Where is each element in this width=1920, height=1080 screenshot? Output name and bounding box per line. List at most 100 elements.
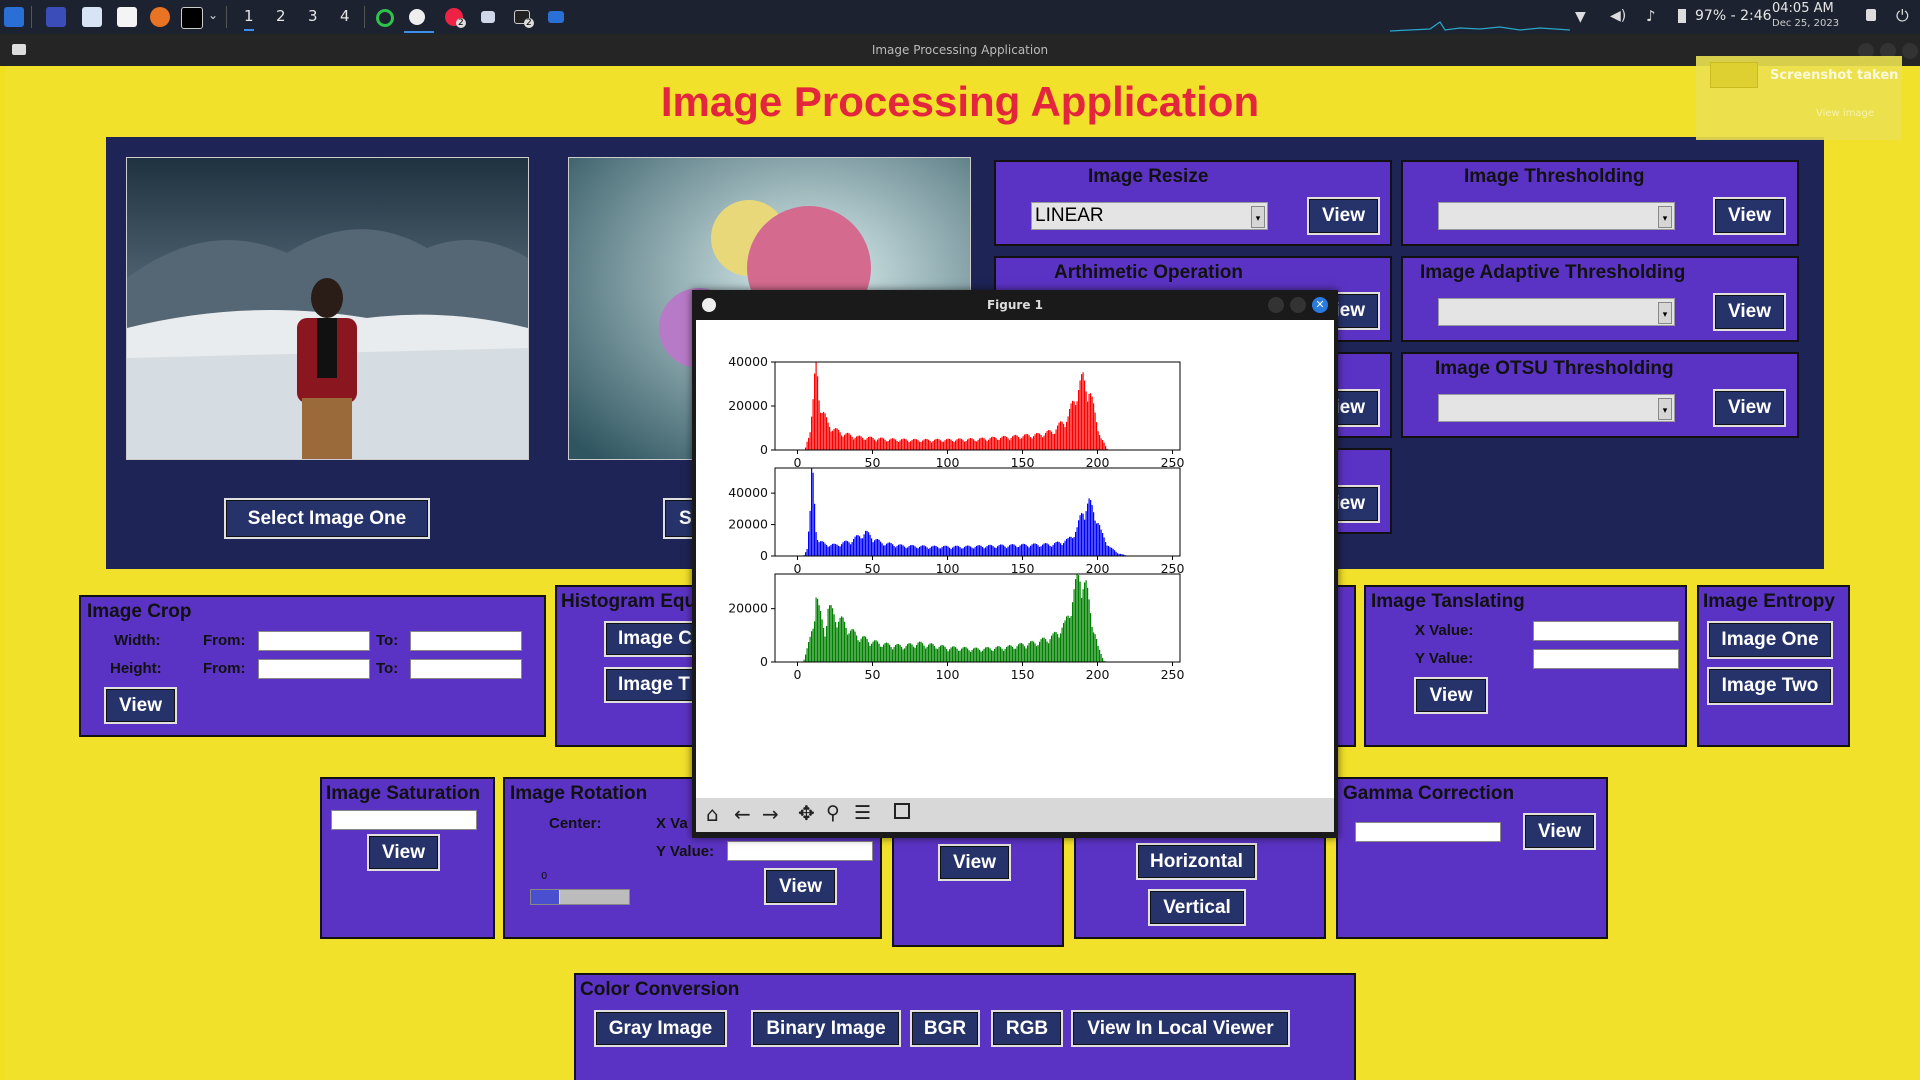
files-icon[interactable] (82, 7, 102, 27)
entropy-image-two-button[interactable]: Image Two (1707, 667, 1833, 705)
histeq-image-two-button[interactable]: Image T (604, 667, 700, 703)
terminal-icon[interactable] (181, 7, 203, 29)
histogram-bar (1060, 543, 1062, 556)
process-icon[interactable] (376, 9, 394, 27)
rotation-slider[interactable] (530, 889, 630, 905)
crop-height-to-input[interactable] (410, 659, 522, 679)
screenshot-notification[interactable]: Screenshot taken View image (1696, 56, 1902, 140)
python-app-icon[interactable] (409, 9, 425, 25)
maximize-button[interactable] (1880, 43, 1896, 59)
lock-icon[interactable] (1866, 9, 1876, 21)
translate-y-input[interactable] (1533, 649, 1679, 669)
power-icon[interactable]: ⏻ (1896, 6, 1909, 25)
zoom-icon[interactable]: ⚲ (826, 802, 840, 824)
histogram-bar (1045, 543, 1047, 556)
histogram-bar (1016, 646, 1018, 662)
resize-view-button[interactable]: View (1307, 197, 1380, 235)
operation-view-button[interactable]: View (938, 844, 1011, 881)
wifi-icon[interactable]: ▼ (1575, 9, 1586, 25)
gamma-view-button[interactable]: View (1523, 813, 1596, 850)
rotation-view-button[interactable]: View (764, 868, 837, 905)
gray-image-button[interactable]: Gray Image (594, 1010, 727, 1047)
histogram-bar (1054, 543, 1056, 556)
crop-view-button[interactable]: View (104, 687, 177, 724)
close-icon[interactable]: ✕ (1312, 297, 1328, 313)
histogram-bar (971, 649, 973, 662)
histogram-bar (1066, 421, 1068, 450)
otsu-view-button[interactable]: View (1713, 389, 1786, 427)
resize-method-select[interactable]: LINEAR ▾ (1031, 202, 1268, 230)
histogram-bar (859, 435, 861, 450)
otsu-select[interactable]: ▾ (1438, 394, 1675, 422)
histogram-bar (871, 538, 873, 556)
gamma-input[interactable] (1355, 822, 1501, 842)
close-button[interactable] (1902, 43, 1918, 59)
adaptive-threshold-select[interactable]: ▾ (1438, 298, 1675, 326)
bell-icon[interactable]: ♪ (1646, 7, 1656, 25)
view-local-viewer-button[interactable]: View In Local Viewer (1071, 1010, 1290, 1047)
flip-horizontal-button[interactable]: Horizontal (1136, 843, 1257, 880)
workspace-3[interactable]: 3 (308, 7, 318, 25)
minimize-button[interactable] (1268, 297, 1284, 313)
translate-view-button[interactable]: View (1414, 677, 1488, 714)
save-icon[interactable] (894, 803, 910, 819)
entropy-image-one-button[interactable]: Image One (1707, 621, 1833, 659)
histogram-bar (1111, 547, 1113, 556)
workspace-4[interactable]: 4 (340, 7, 350, 25)
histogram-bar (875, 640, 877, 662)
bgr-button[interactable]: BGR (910, 1010, 980, 1047)
histogram-bar (1048, 430, 1050, 450)
binary-image-button[interactable]: Binary Image (751, 1010, 901, 1047)
histogram-bar (970, 546, 972, 556)
histogram-bar (949, 438, 951, 450)
histogram-bar (1069, 536, 1071, 556)
select-image-one-button[interactable]: Select Image One (224, 498, 430, 539)
slider-handle[interactable] (531, 890, 560, 904)
maximize-button[interactable] (1290, 297, 1306, 313)
forward-arrow-icon[interactable]: → (762, 802, 779, 826)
threshold-select[interactable]: ▾ (1438, 202, 1675, 230)
histogram-bar (928, 439, 930, 450)
chevron-down-icon[interactable]: ⌄ (208, 8, 219, 22)
app-menu-icon[interactable] (4, 7, 24, 27)
pan-icon[interactable]: ✥ (798, 801, 815, 825)
histogram-bar (1055, 632, 1057, 662)
histogram-bar (931, 643, 933, 662)
histeq-image-one-button[interactable]: Image C (604, 621, 700, 657)
x-tick-label: 200 (1086, 561, 1110, 576)
back-arrow-icon[interactable]: ← (734, 802, 751, 826)
histogram-bar (1091, 396, 1093, 450)
crop-width-from-input[interactable] (258, 631, 370, 651)
minimize-button[interactable] (1858, 43, 1874, 59)
home-icon[interactable]: ⌂ (706, 802, 719, 826)
histogram-bar (863, 439, 865, 450)
histogram-bar (997, 546, 999, 556)
window-menu-icon[interactable] (12, 44, 26, 55)
window-icon[interactable] (481, 11, 495, 23)
crop-height-from-input[interactable] (258, 659, 370, 679)
adaptive-view-button[interactable]: View (1713, 293, 1786, 331)
saturation-input[interactable] (331, 810, 477, 830)
rgb-button[interactable]: RGB (991, 1010, 1063, 1047)
threshold-view-button[interactable]: View (1713, 197, 1786, 235)
workspace-1[interactable]: 1 (244, 7, 254, 31)
configure-icon[interactable]: ☰ (854, 802, 872, 824)
translate-x-input[interactable] (1533, 621, 1679, 641)
flip-vertical-button[interactable]: Vertical (1148, 889, 1246, 926)
histogram-bar (1043, 637, 1045, 662)
workspace-2[interactable]: 2 (276, 7, 286, 25)
histogram-bar (838, 429, 840, 450)
volume-icon[interactable]: ◀) (1610, 8, 1627, 24)
histogram-bar (1061, 421, 1063, 450)
saturation-view-button[interactable]: View (367, 834, 440, 871)
desktop-icon[interactable] (46, 7, 66, 27)
histogram-bar (818, 605, 820, 662)
crop-width-to-input[interactable] (410, 631, 522, 651)
image-one-preview (126, 157, 529, 460)
editor-icon[interactable] (117, 7, 137, 27)
firefox-icon[interactable] (150, 7, 170, 27)
folder-icon[interactable] (548, 11, 564, 23)
clock-time[interactable]: 04:05 AM (1772, 1, 1834, 16)
rotation-y-input[interactable] (727, 841, 873, 861)
toast-action[interactable]: View image (1816, 108, 1875, 119)
